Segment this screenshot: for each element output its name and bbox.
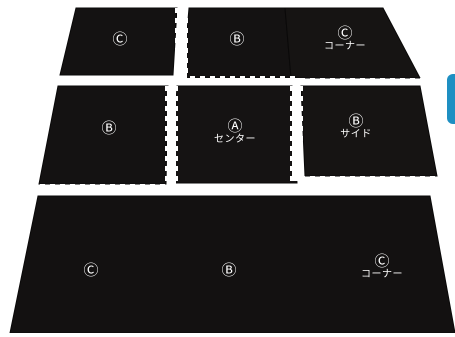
tile-label-center: Ⓐ センター <box>214 118 256 146</box>
tile-symbol: Ⓒ <box>83 262 98 278</box>
gap-horizontal-right-solid <box>292 80 422 83</box>
tile-label-middle-right: Ⓑ サイド <box>340 113 372 141</box>
tile-symbol: Ⓑ <box>101 120 116 136</box>
tile-label-bottom-middle: Ⓑ <box>221 262 236 278</box>
tile-label-top-middle: Ⓑ <box>229 31 244 47</box>
tile-caption: センター <box>214 134 256 146</box>
tile-label-top-right: Ⓒ コーナー <box>324 25 366 53</box>
tile-caption: コーナー <box>361 269 403 281</box>
gap-horizontal-lower-solid <box>38 187 308 191</box>
side-tab-edge <box>447 74 455 124</box>
tile-label-bottom-left: Ⓒ <box>83 262 98 278</box>
gap-horizontal-upper-solid <box>60 78 300 82</box>
tile-symbol: Ⓒ <box>324 25 366 41</box>
tile-label-top-left: Ⓒ <box>112 31 127 47</box>
tile-symbol: Ⓐ <box>214 118 256 134</box>
tile-symbol: Ⓑ <box>229 31 244 47</box>
tile-caption: コーナー <box>324 41 366 53</box>
tile-symbol: Ⓑ <box>221 262 236 278</box>
tile-symbol: Ⓒ <box>112 31 127 47</box>
tile-label-bottom-right: Ⓒ コーナー <box>361 253 403 281</box>
tile-label-middle-left: Ⓑ <box>101 120 116 136</box>
tile-symbol: Ⓑ <box>340 113 372 129</box>
gap-horizontal-lower-right-solid <box>300 179 435 183</box>
tile-caption: サイド <box>340 129 372 141</box>
tile-symbol: Ⓒ <box>361 253 403 269</box>
